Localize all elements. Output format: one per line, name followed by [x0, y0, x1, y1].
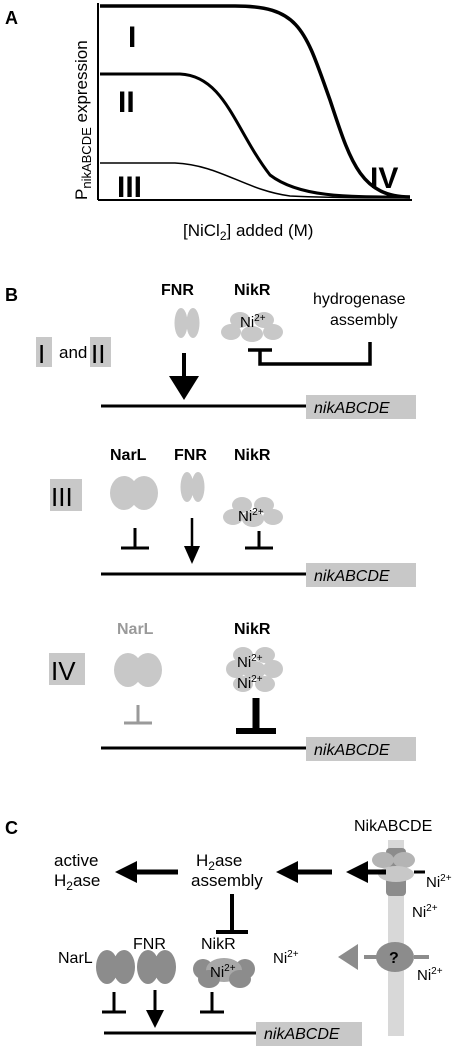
label-ii-box — [90, 337, 111, 367]
assembly-text: assembly — [330, 312, 398, 329]
row-2: NarL FNR NikR III Ni2+ — [50, 447, 416, 587]
active-word: active — [54, 851, 98, 870]
gene-c: nikABCDE — [264, 1026, 340, 1043]
label-i: I — [38, 339, 45, 369]
fnr-activation-c — [146, 990, 164, 1028]
narl-label-3: NarL — [117, 621, 154, 638]
transporter-label: NikABCDE — [354, 818, 432, 835]
ni-right: Ni2+ — [417, 966, 443, 984]
curve-ii — [100, 72, 411, 199]
fnr-label-2: FNR — [174, 447, 207, 464]
assembly-word: assembly — [191, 871, 263, 890]
assembly-inhibition — [216, 894, 248, 934]
narl-label: NarL — [110, 447, 147, 464]
label-i-box — [36, 337, 52, 367]
gene-box-1 — [306, 395, 416, 419]
panel-b-label: B — [5, 285, 18, 305]
fnr-protein-2 — [180, 472, 205, 502]
nikr-protein-c — [193, 958, 255, 988]
fnr-protein — [174, 308, 200, 338]
gene-box-2 — [306, 563, 416, 587]
panel-c-label: C — [5, 818, 18, 838]
label-iii: III — [51, 482, 73, 512]
row-1: I and II FNR NikR Ni2+ hydrogenase assem… — [36, 282, 416, 419]
gene-box-3 — [306, 737, 416, 761]
label-iii-box — [50, 479, 82, 511]
panel-a-label: A — [5, 8, 18, 28]
nikr-protein-2 — [223, 497, 283, 527]
panel-a-xlabel: [NiCl2] added (M) — [183, 221, 313, 243]
curve-label-i: I — [128, 21, 136, 54]
label-iv-box — [49, 653, 85, 685]
nikr-ni-3a: Ni2+ — [237, 653, 263, 671]
export-arrow — [338, 944, 378, 970]
narl-protein-3 — [114, 653, 162, 687]
unknown-transporter: ? — [376, 942, 414, 972]
nikr-ni-3b: Ni2+ — [237, 674, 263, 692]
assembly-arrow — [276, 861, 332, 883]
label-ii: II — [91, 339, 105, 369]
panel-a-axes — [97, 3, 412, 201]
curve-label-iii: III — [117, 171, 142, 204]
narl-label-c: NarL — [58, 950, 93, 967]
curve-iii — [100, 162, 411, 199]
nikr-label-c: NikR — [201, 936, 236, 953]
narl-inhibition-c — [102, 992, 126, 1014]
nikr-label: NikR — [234, 282, 271, 299]
gene-box-c — [256, 1022, 362, 1046]
nikr-protein — [221, 312, 283, 342]
narl-protein — [110, 476, 158, 510]
ni-outside: Ni2+ — [426, 873, 452, 891]
fnr-protein-c — [137, 950, 176, 984]
curve-i — [100, 4, 411, 199]
narl-inhibition-3 — [124, 705, 152, 725]
nikr-label-3: NikR — [234, 621, 271, 638]
fnr-label-c: FNR — [133, 936, 166, 953]
active-h2ase: H2ase — [54, 871, 100, 893]
fnr-activation-arrow-2 — [184, 518, 200, 564]
narl-inhibition — [121, 528, 149, 550]
curve-label-iv: IV — [370, 162, 398, 195]
nikr-ni-2: Ni2+ — [238, 507, 264, 525]
gene-1: nikABCDE — [314, 400, 390, 417]
nikr-ni: Ni2+ — [240, 313, 266, 331]
hydrogenase-text: hydrogenase — [313, 291, 406, 308]
assembly-h2ase: H2ase — [196, 851, 242, 873]
gene-3: nikABCDE — [314, 742, 390, 759]
activation-arrow — [115, 861, 178, 883]
curve-label-ii: II — [118, 86, 135, 119]
nikr-label-2: NikR — [234, 447, 271, 464]
gene-2: nikABCDE — [314, 568, 390, 585]
unknown-question: ? — [389, 950, 399, 967]
nikr-ni-c: Ni2+ — [210, 963, 236, 981]
hydrogenase-inhibition — [248, 342, 372, 366]
ni-left: Ni2+ — [273, 949, 299, 967]
nikr-inhibition-2 — [245, 531, 273, 550]
import-arrow — [346, 861, 386, 883]
label-iv: IV — [51, 656, 76, 686]
narl-protein-c — [96, 950, 135, 984]
row-3: NarL NikR IV Ni2+ Ni2+ nikABCD — [49, 621, 416, 761]
nikr-protein-3 — [226, 647, 283, 692]
fnr-label: FNR — [161, 282, 194, 299]
and-text: and — [59, 343, 87, 362]
fnr-activation-arrow — [169, 353, 199, 400]
nikr-inhibition-c — [200, 992, 224, 1014]
nikabcde-transporter — [372, 848, 415, 896]
panel-a-ylabel: PnikABCDE expression — [72, 40, 94, 200]
ni-inside: Ni2+ — [412, 903, 438, 921]
nikr-strong-inhibition — [236, 698, 276, 734]
